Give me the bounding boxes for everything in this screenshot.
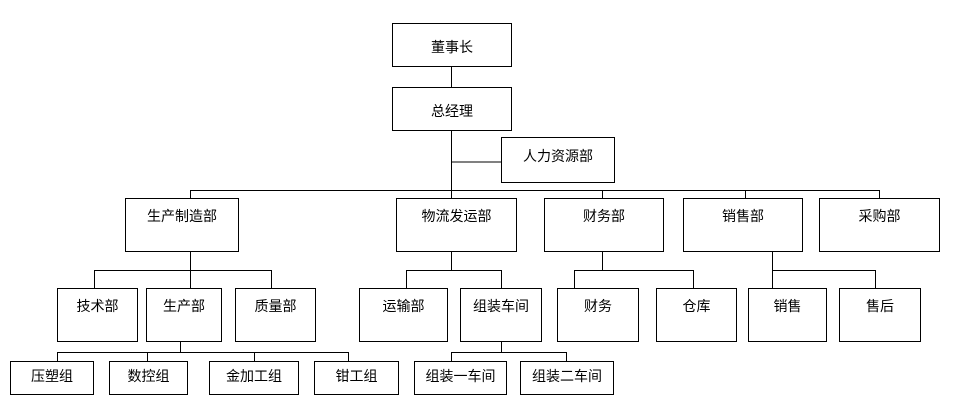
node-sales-dept: 销售部 xyxy=(683,198,803,252)
node-metalworking-group: 金加工组 xyxy=(209,361,299,395)
node-production: 生产部 xyxy=(146,288,222,342)
node-transport: 运输部 xyxy=(359,288,448,342)
node-assembly-workshop: 组装车间 xyxy=(460,288,542,342)
node-chairman: 董事长 xyxy=(392,23,512,67)
node-logistics: 物流发运部 xyxy=(396,198,517,252)
node-molding-group: 压塑组 xyxy=(10,361,94,395)
node-finance-dept: 财务部 xyxy=(544,198,664,252)
node-assembly-ws1: 组装一车间 xyxy=(414,361,507,395)
node-fitter-group: 钳工组 xyxy=(314,361,399,395)
node-purchasing: 采购部 xyxy=(819,198,940,252)
node-sales: 销售 xyxy=(748,288,827,342)
node-hr: 人力资源部 xyxy=(501,137,615,183)
node-tech: 技术部 xyxy=(57,288,138,342)
node-cnc-group: 数控组 xyxy=(109,361,188,395)
node-quality: 质量部 xyxy=(235,288,316,342)
node-gm: 总经理 xyxy=(392,87,512,131)
node-finance: 财务 xyxy=(557,288,639,342)
node-production-mfg: 生产制造部 xyxy=(125,198,239,252)
node-warehouse: 仓库 xyxy=(656,288,737,342)
node-after-sales: 售后 xyxy=(839,288,921,342)
node-assembly-ws2: 组装二车间 xyxy=(520,361,614,395)
